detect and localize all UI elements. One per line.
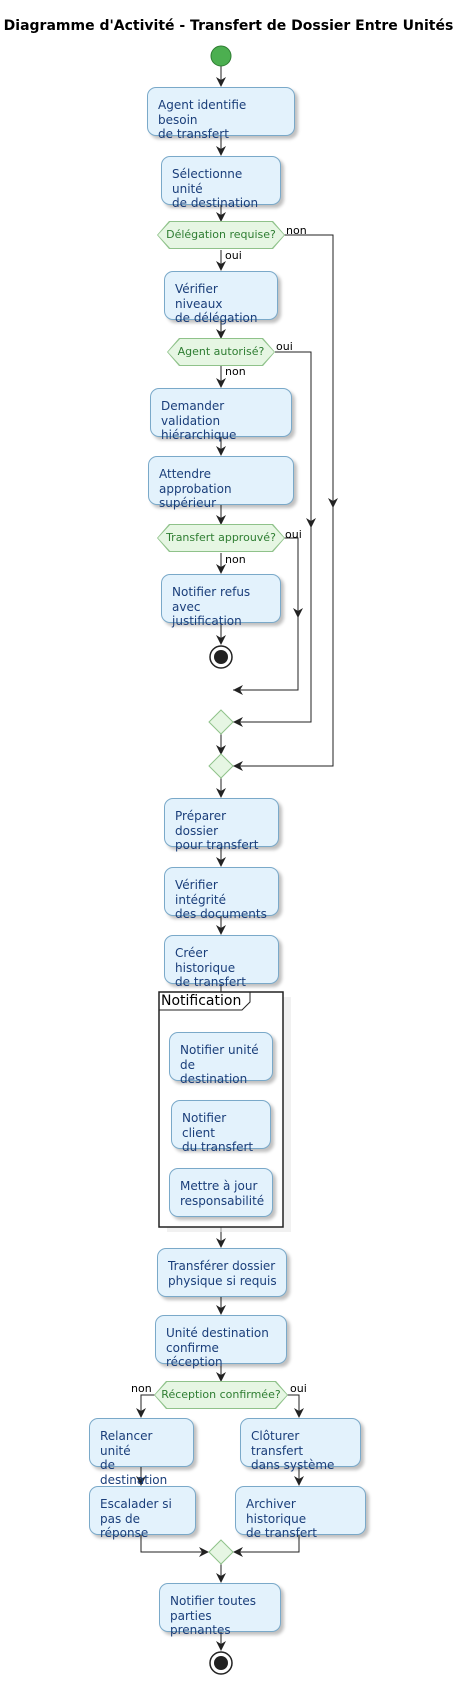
diagram-title: Diagramme d'Activité - Transfert de Doss…: [3, 18, 454, 34]
activity-mettre-a-jour: Mettre à jour responsabilité: [169, 1168, 273, 1217]
activity-notifier-client: Notifier client du transfert: [171, 1100, 271, 1154]
decision-agent-autorise: Agent autorisé?: [168, 339, 274, 365]
end-node-refusal: [209, 645, 233, 669]
activity-verifier-integrite: Vérifier intégrité des documents: [164, 867, 279, 921]
activity-notifier-parties: Notifier toutes parties prenantes: [159, 1583, 281, 1637]
label-d2-non: non: [225, 365, 246, 378]
label-d1-oui: oui: [225, 249, 242, 262]
label-d2-oui: oui: [276, 340, 293, 353]
end-node-final: [209, 1651, 233, 1675]
activity-creer-historique: Créer historique de transfert: [164, 935, 279, 989]
decision-reception-confirmee: Réception confirmée?: [155, 1382, 287, 1408]
activity-unite-confirme: Unité destination confirme réception: [155, 1315, 287, 1369]
label-d3-non: non: [225, 553, 246, 566]
activity-verifier-niveaux: Vérifier niveaux de délégation: [164, 271, 278, 325]
label-d4-non: non: [131, 1382, 152, 1395]
activity-demander-validation: Demander validation hiérarchique: [150, 388, 292, 442]
activity-cloturer-transfert: Clôturer transfert dans système: [240, 1418, 361, 1472]
activity-escalader: Escalader si pas de réponse: [89, 1486, 196, 1540]
partition-title: Notification: [161, 993, 242, 1009]
activity-transferer-dossier: Transférer dossier physique si requis: [157, 1248, 287, 1297]
start-node: [210, 45, 232, 67]
activity-agent-identifie: Agent identifie besoin de transfert: [147, 87, 295, 141]
activity-notifier-unite: Notifier unité de destination: [169, 1032, 273, 1086]
activity-selectionne-unite: Sélectionne unité de destination: [161, 156, 281, 210]
decision-delegation-requise: Délégation requise?: [158, 222, 284, 248]
label-d3-oui: oui: [285, 528, 302, 541]
activity-notifier-refus: Notifier refus avec justification: [161, 574, 281, 628]
decision-transfert-approuve: Transfert approuvé?: [158, 525, 284, 551]
activity-attendre-approbation: Attendre approbation supérieur: [148, 456, 294, 510]
activity-preparer-dossier: Préparer dossier pour transfert: [164, 798, 279, 852]
label-d4-oui: oui: [290, 1382, 307, 1395]
merge-diamond-1: [208, 709, 234, 735]
merge-diamond-3: [208, 1539, 234, 1565]
merge-diamond-2: [208, 753, 234, 779]
activity-archiver-historique: Archiver historique de transfert: [235, 1486, 366, 1540]
label-d1-non: non: [286, 224, 307, 237]
activity-relancer-unite: Relancer unité de destination: [89, 1418, 194, 1487]
